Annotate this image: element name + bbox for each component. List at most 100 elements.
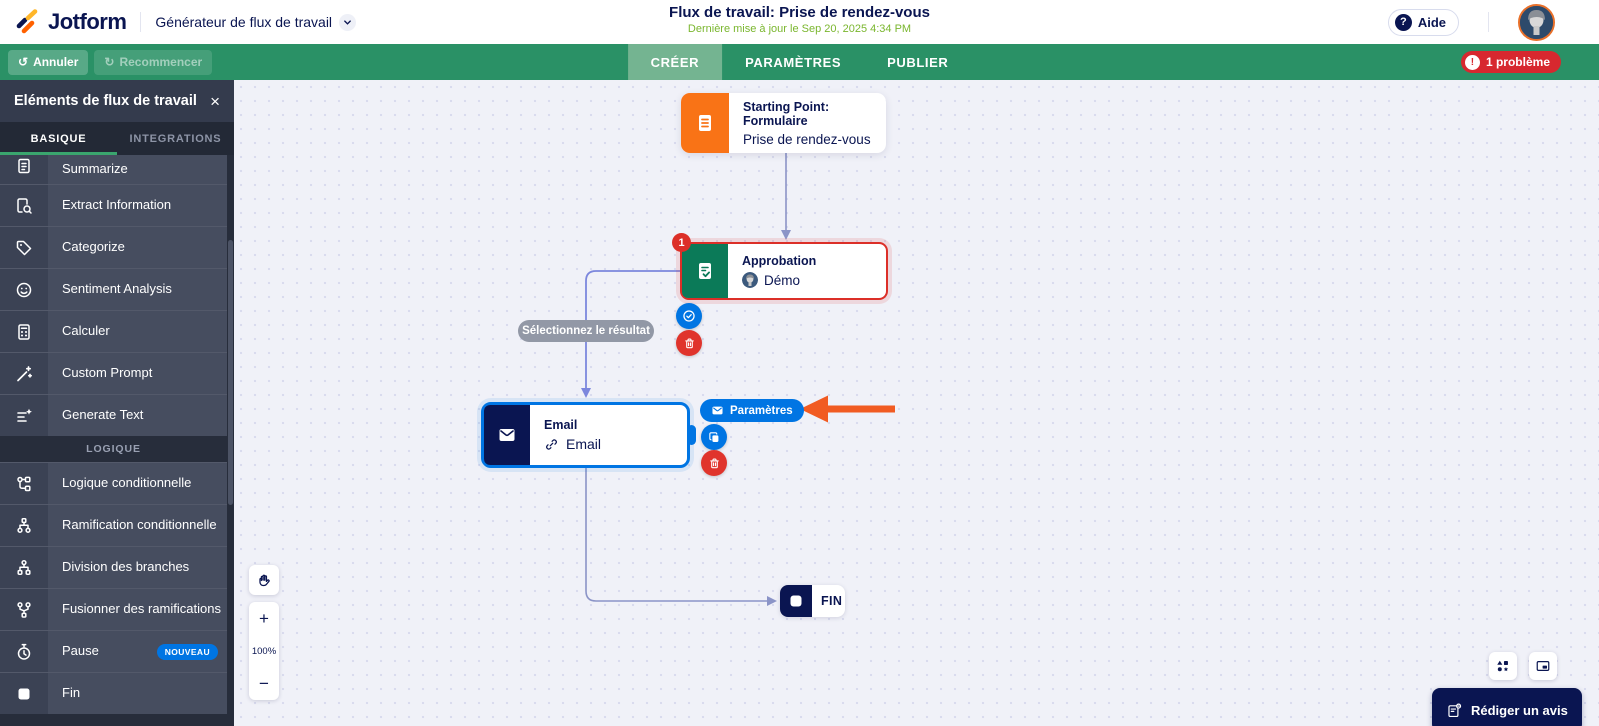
pause-timer-icon	[0, 631, 48, 672]
node-end[interactable]: FIN	[780, 585, 845, 617]
branch-split-icon	[0, 547, 48, 588]
node-email[interactable]: Email Email	[481, 402, 696, 468]
calculate-icon	[0, 311, 48, 352]
jotform-logo-icon	[16, 9, 38, 34]
sidebar-item-extract-information[interactable]: Extract Information	[0, 184, 227, 226]
assignee-avatar	[742, 272, 758, 288]
user-avatar[interactable]	[1518, 3, 1555, 41]
email-settings-button[interactable]: Paramètres	[700, 399, 804, 422]
custom-prompt-icon	[0, 353, 48, 394]
delete-approval-button[interactable]	[676, 330, 702, 356]
sidebar-item-branch-merge[interactable]: Fusionner des ramifications	[0, 588, 227, 630]
sidebar-item-label: Division des branches	[62, 559, 190, 575]
shapes-icon	[1497, 660, 1509, 672]
end-node-icon	[780, 585, 812, 617]
redo-label: Recommencer	[119, 55, 203, 69]
tab-create[interactable]: CRÉER	[627, 44, 723, 80]
linked-form-name: Email	[566, 436, 602, 452]
hand-icon	[258, 574, 270, 586]
node-title: Email	[544, 418, 578, 432]
sidebar-item-label: Generate Text	[62, 407, 144, 423]
sidebar-item-branch-split[interactable]: Division des branches	[0, 546, 227, 588]
end-node-label: FIN	[821, 594, 843, 608]
sidebar-scrollbar-thumb[interactable]	[228, 240, 233, 505]
connection-handle[interactable]	[687, 425, 696, 445]
zoom-in-button[interactable]: +	[259, 608, 269, 628]
assignee-name: Démo	[764, 272, 801, 288]
problems-badge[interactable]: ! 1 problème	[1460, 51, 1561, 73]
help-button[interactable]: ? Aide	[1387, 8, 1459, 36]
sidebar-item-generate-text[interactable]: Generate Text	[0, 394, 227, 436]
sidebar-item-conditional-logic[interactable]: Logique conditionnelle	[0, 462, 227, 504]
sidebar-item-categorize[interactable]: Categorize	[0, 226, 227, 268]
workflow-title-block: Flux de travail: Prise de rendez-vous De…	[500, 4, 1100, 35]
tab-basic[interactable]: BASIQUE	[30, 132, 87, 145]
conditional-logic-icon	[0, 463, 48, 504]
sidebar-item-label: Custom Prompt	[62, 365, 153, 381]
node-title: Approbation	[742, 254, 817, 268]
node-starting-point[interactable]: Starting Point: Formulaire Prise de rend…	[681, 93, 886, 153]
select-result-tooltip: Sélectionnez le résultat	[518, 320, 654, 342]
sidebar-item-calculate[interactable]: Calculer	[0, 310, 227, 352]
sidebar-item-sentiment-analysis[interactable]: Sentiment Analysis	[0, 268, 227, 310]
sidebar-item-end[interactable]: Fin	[0, 672, 227, 714]
tab-settings[interactable]: PARAMÈTRES	[745, 54, 842, 70]
generate-text-icon	[0, 395, 48, 436]
end-icon	[0, 673, 48, 714]
approve-result-button[interactable]	[676, 303, 702, 329]
review-label: Rédiger un avis	[1471, 702, 1568, 718]
sidebar-item-label: Fin	[62, 685, 81, 701]
conditional-branch-icon	[0, 505, 48, 546]
minimap-button[interactable]	[1529, 652, 1557, 680]
tab-publish[interactable]: PUBLIER	[887, 54, 949, 70]
tab-integrations[interactable]: INTEGRATIONS	[129, 132, 222, 145]
review-icon	[1448, 703, 1462, 717]
panel-header: Eléments de flux de travail ×	[0, 80, 234, 122]
sidebar-item-pause[interactable]: Pause NOUVEAU	[0, 630, 227, 672]
workflow-connections	[581, 153, 895, 606]
sidebar-item-label: Fusionner des ramifications	[62, 601, 221, 617]
sidebar-item-label: Ramification conditionnelle	[62, 517, 217, 533]
extract-information-icon	[0, 185, 48, 226]
elements-shortcut-button[interactable]	[1489, 652, 1517, 680]
sidebar-item-summarize[interactable]: Summarize	[0, 155, 227, 184]
undo-button[interactable]: ↺ Annuler	[8, 49, 89, 75]
sidebar-item-label: Calculer	[62, 323, 110, 339]
sidebar-item-conditional-branch[interactable]: Ramification conditionnelle	[0, 504, 227, 546]
header-divider	[1488, 12, 1489, 32]
redo-button[interactable]: ↻ Recommencer	[94, 49, 213, 75]
chevron-down-icon	[339, 13, 357, 31]
problems-count-label: 1 problème	[1485, 55, 1550, 69]
sidebar-item-custom-prompt[interactable]: Custom Prompt	[0, 352, 227, 394]
sidebar-item-label: Pause	[62, 643, 99, 659]
workflow-title[interactable]: Flux de travail: Prise de rendez-vous	[669, 4, 930, 21]
node-approval[interactable]: 1 Approbation Démo	[672, 233, 888, 300]
sidebar-item-label: Sentiment Analysis	[62, 281, 172, 297]
pan-tool-button[interactable]	[249, 565, 279, 595]
annotation-arrow	[800, 395, 895, 423]
zoom-out-button[interactable]: −	[259, 673, 269, 693]
product-switcher[interactable]: Générateur de flux de travail	[155, 13, 357, 31]
zoom-controls: + 100% −	[249, 602, 279, 700]
write-review-button[interactable]: Rédiger un avis	[1432, 688, 1582, 726]
undo-label: Annuler	[33, 55, 79, 69]
picture-in-picture-icon	[1536, 661, 1550, 671]
duplicate-email-button[interactable]	[701, 424, 727, 450]
settings-label: Paramètres	[730, 404, 793, 417]
workflow-canvas[interactable]: Starting Point: Formulaire Prise de rend…	[234, 80, 1599, 726]
branch-merge-icon	[0, 589, 48, 630]
close-icon[interactable]: ×	[210, 91, 220, 111]
sentiment-analysis-icon	[0, 269, 48, 310]
approval-icon	[682, 244, 728, 298]
new-badge: NOUVEAU	[156, 643, 218, 660]
zoom-level: 100%	[251, 645, 277, 657]
workflow-elements-panel: Eléments de flux de travail × BASIQUE IN…	[0, 80, 234, 726]
sidebar-item-label: Categorize	[62, 239, 125, 255]
delete-email-button[interactable]	[701, 450, 727, 476]
jotform-logo[interactable]: Jotform	[14, 9, 127, 35]
undo-icon: ↺	[18, 55, 29, 69]
builder-toolbar: ↺ Annuler ↻ Recommencer CRÉER PARAMÈTRES…	[0, 44, 1599, 80]
app-header: Jotform Générateur de flux de travail Fl…	[0, 0, 1599, 44]
redo-icon: ↻	[104, 55, 115, 69]
product-name: Générateur de flux de travail	[155, 14, 333, 30]
